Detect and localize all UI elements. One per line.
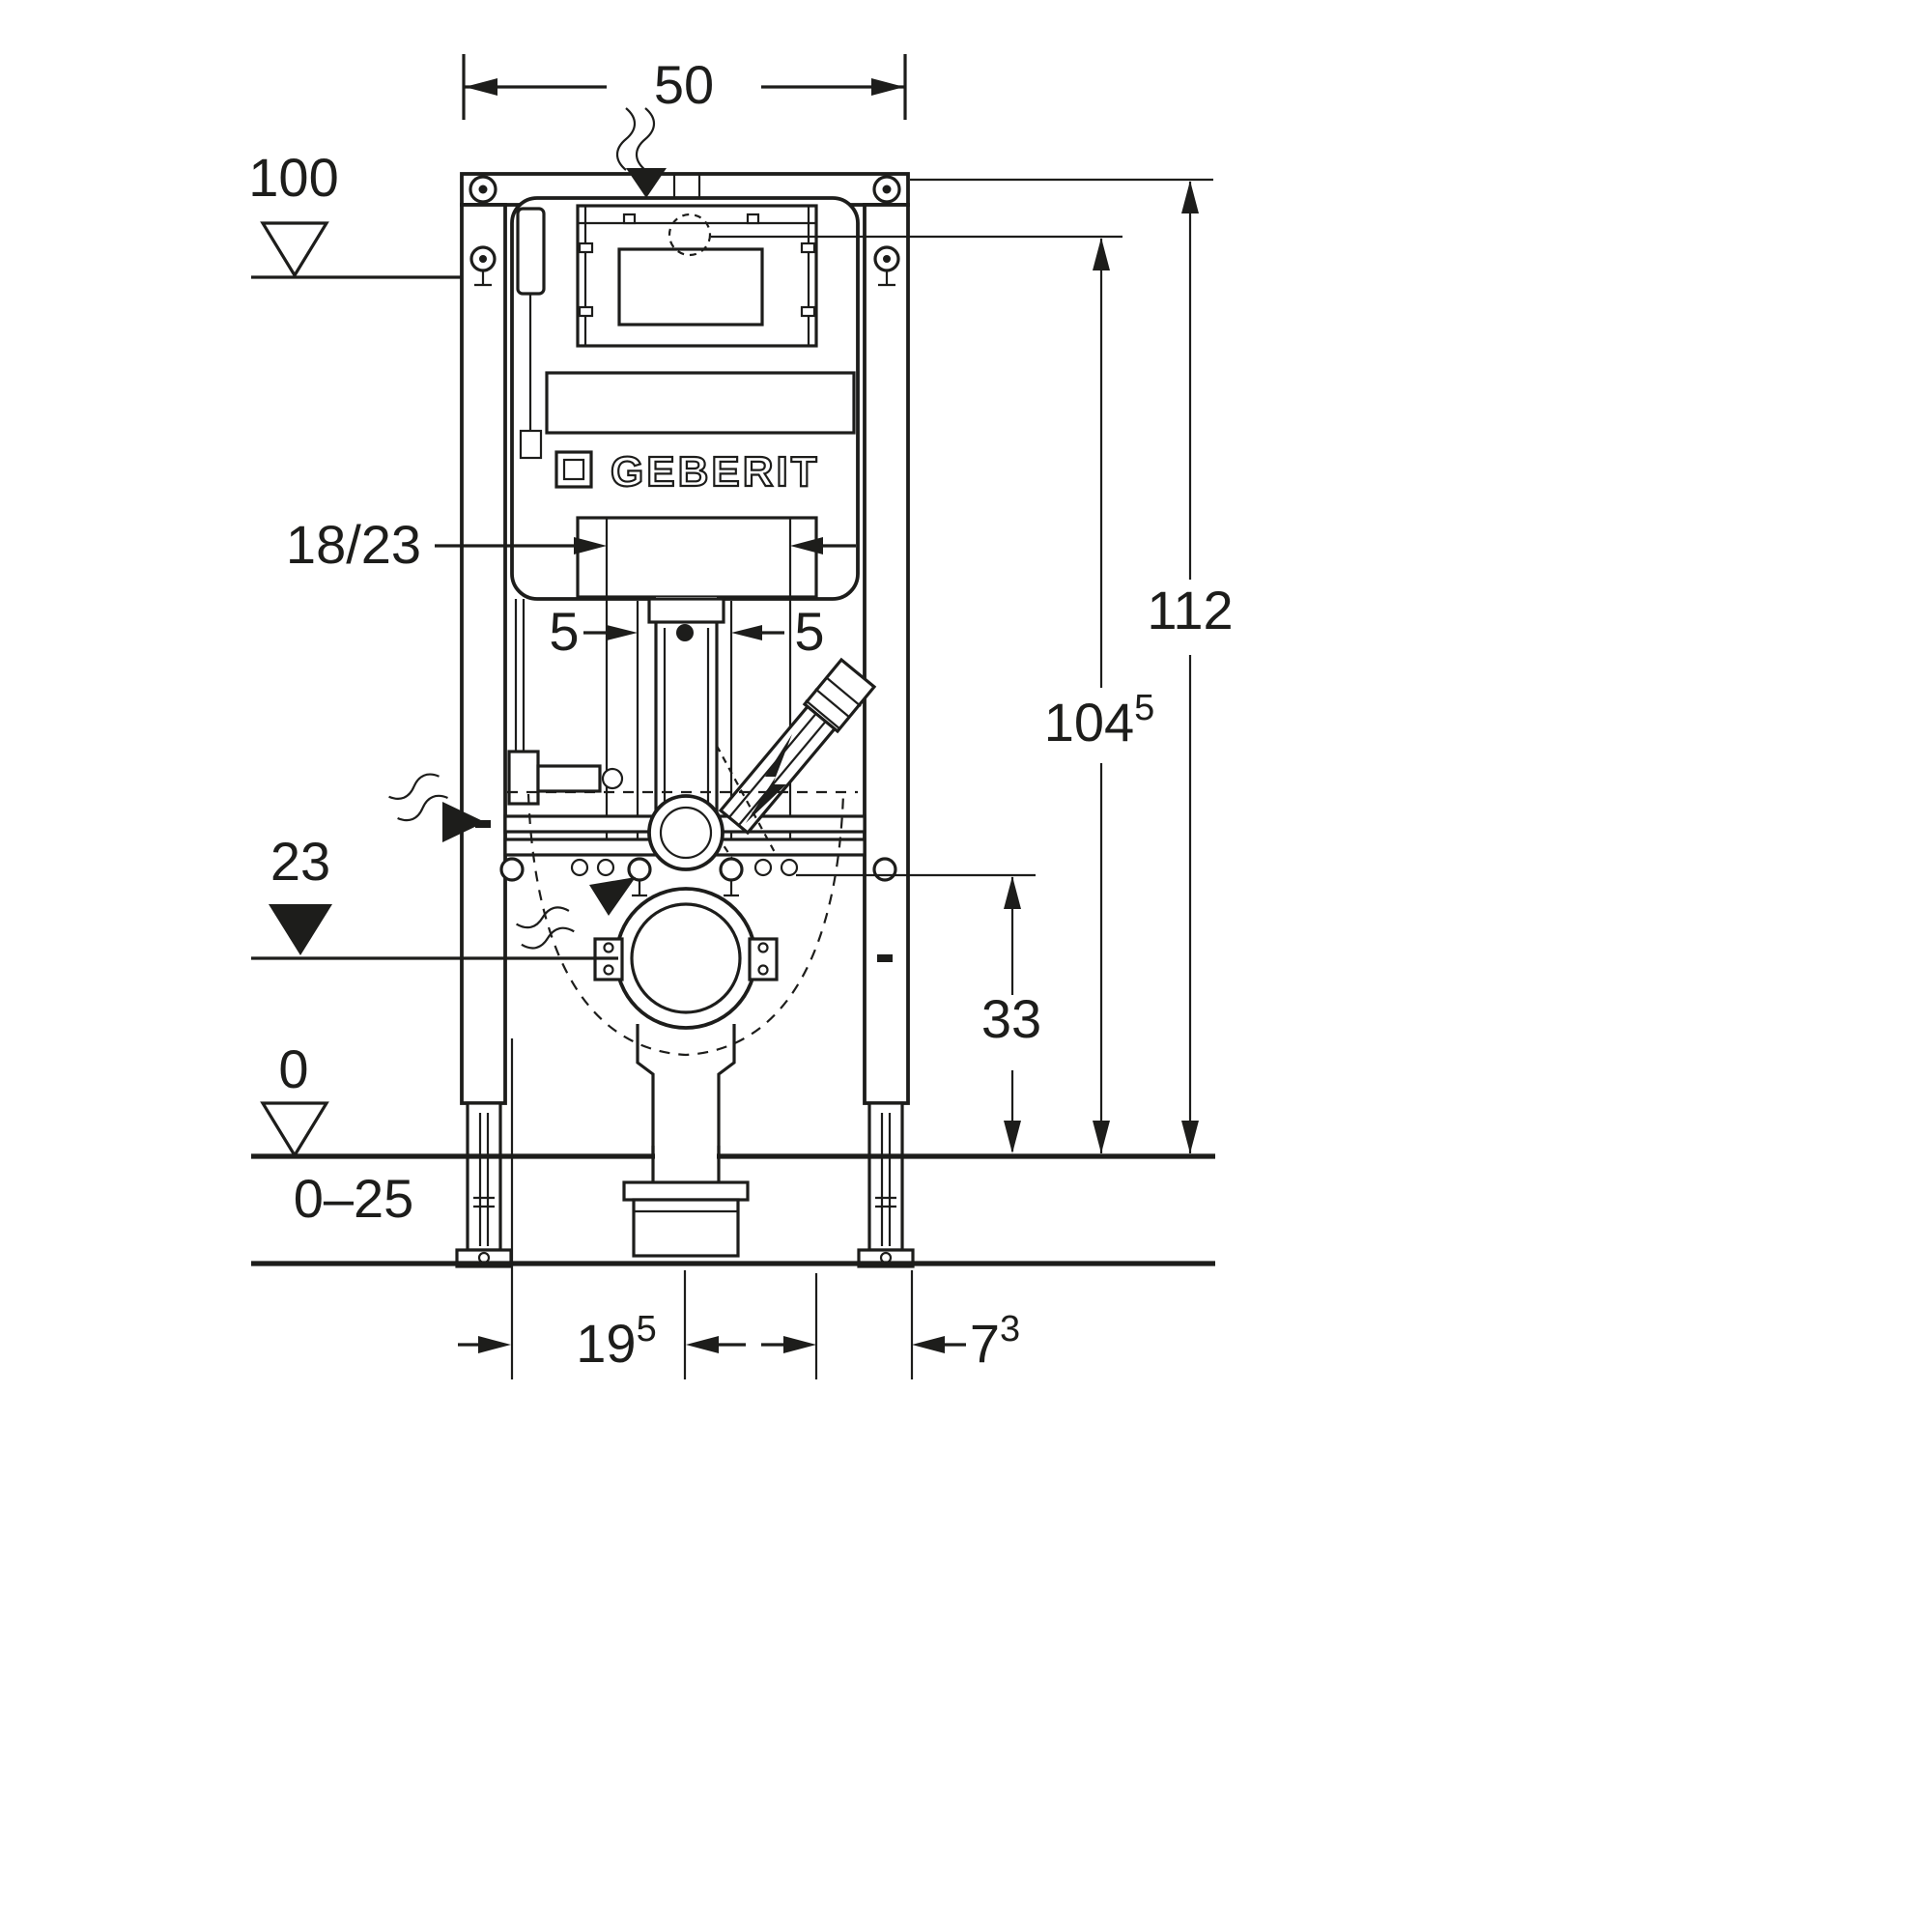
cistern-lower-window — [576, 516, 818, 599]
arrow-right-icon — [783, 1336, 816, 1353]
dimension-flush-pipe-range: 18/23 — [286, 514, 856, 575]
frame-leg-left — [455, 1101, 513, 1268]
mounting-frame — [455, 172, 915, 1268]
arrow-right-icon — [607, 625, 638, 640]
dim-5-left-label: 5 — [549, 601, 579, 662]
dim-5-right-label: 5 — [794, 601, 824, 662]
arrow-up-icon — [1093, 238, 1110, 270]
below-floor-outlet — [622, 1146, 750, 1258]
wc-fixing-rod-hole — [596, 858, 615, 877]
lightning-icon — [746, 734, 792, 823]
arrow-up-icon — [1004, 876, 1021, 909]
service-panel — [545, 371, 856, 435]
arrow-left-icon — [790, 537, 823, 554]
dim-18-23-label: 18/23 — [286, 514, 421, 575]
range-0-25-label: 0–25 — [294, 1168, 414, 1229]
dimension-outlet-height: 33 — [796, 873, 1041, 1153]
wall-anchor-icon — [469, 245, 497, 287]
datum-0: 0 — [260, 1038, 329, 1159]
dimension-inner-height: 1045 — [711, 235, 1155, 1153]
dim-33-label: 33 — [981, 988, 1041, 1049]
dimension-overall-height: 112 — [910, 178, 1234, 1153]
dim-19-5-label: 195 — [576, 1309, 656, 1374]
bottom-dimensions: 195 73 — [458, 1038, 1020, 1379]
arrow-left-icon — [731, 625, 762, 640]
dim-50-label: 50 — [654, 54, 714, 115]
arrow-left-icon — [686, 1336, 719, 1353]
water-inlet-flow-icon — [615, 107, 667, 198]
flush-valve-window — [617, 247, 764, 327]
geberit-logo-text: GEBERIT — [611, 448, 820, 496]
datum-23: 23 — [251, 831, 618, 960]
datum-triangle-open-icon — [260, 1101, 329, 1159]
arrow-left-icon — [912, 1336, 945, 1353]
datum-23-label: 23 — [270, 831, 330, 892]
datum-triangle-filled-icon — [269, 904, 332, 955]
arrow-down-icon — [1004, 1121, 1021, 1153]
wall-anchor-icon — [873, 245, 900, 287]
arrow-right-icon — [871, 78, 904, 96]
geberit-logo: GEBERIT — [554, 447, 820, 497]
dim-104-5-label: 1045 — [1044, 688, 1155, 753]
dim-7-3-label: 73 — [970, 1309, 1020, 1374]
arrow-up-icon — [1181, 181, 1199, 213]
drain-outlet-circle — [614, 887, 757, 1030]
fixing-row — [499, 857, 897, 897]
datum-100: 100 — [248, 147, 462, 279]
wc-fixing-rod-hole — [570, 858, 589, 877]
floor-lines — [251, 1153, 1215, 1266]
dimension-offset-left: 5 — [549, 601, 638, 662]
wc-fixing-rod-hole — [780, 858, 799, 877]
datum-triangle-open-icon — [260, 221, 329, 279]
arrow-left-icon — [465, 78, 497, 96]
fill-valve — [516, 207, 546, 460]
water-supply-pipe — [507, 599, 624, 806]
cistern: GEBERIT — [510, 196, 860, 601]
datum-100-label: 100 — [248, 147, 338, 208]
wc-bowl-outline — [507, 790, 858, 1057]
wc-fixing-rod-hole — [753, 858, 773, 877]
frame-leg-right — [857, 1101, 915, 1268]
dimension-top-width: 50 — [462, 54, 907, 120]
flush-pipe — [647, 597, 725, 871]
arrow-down-icon — [1093, 1121, 1110, 1153]
arrow-down-icon — [1181, 1121, 1199, 1153]
center-axis-dot — [676, 624, 694, 641]
dimension-offset-right: 5 — [731, 601, 825, 662]
datum-0-label: 0 — [278, 1038, 308, 1099]
drain-flow-icon — [516, 877, 636, 950]
arrow-right-icon — [478, 1336, 511, 1353]
dim-112-label: 112 — [1147, 580, 1233, 640]
arrow-right-icon — [574, 537, 607, 554]
outlet-connection-pipe — [718, 657, 877, 836]
flush-pipe-center-mark — [668, 213, 712, 257]
supply-flow-icon — [388, 773, 485, 842]
